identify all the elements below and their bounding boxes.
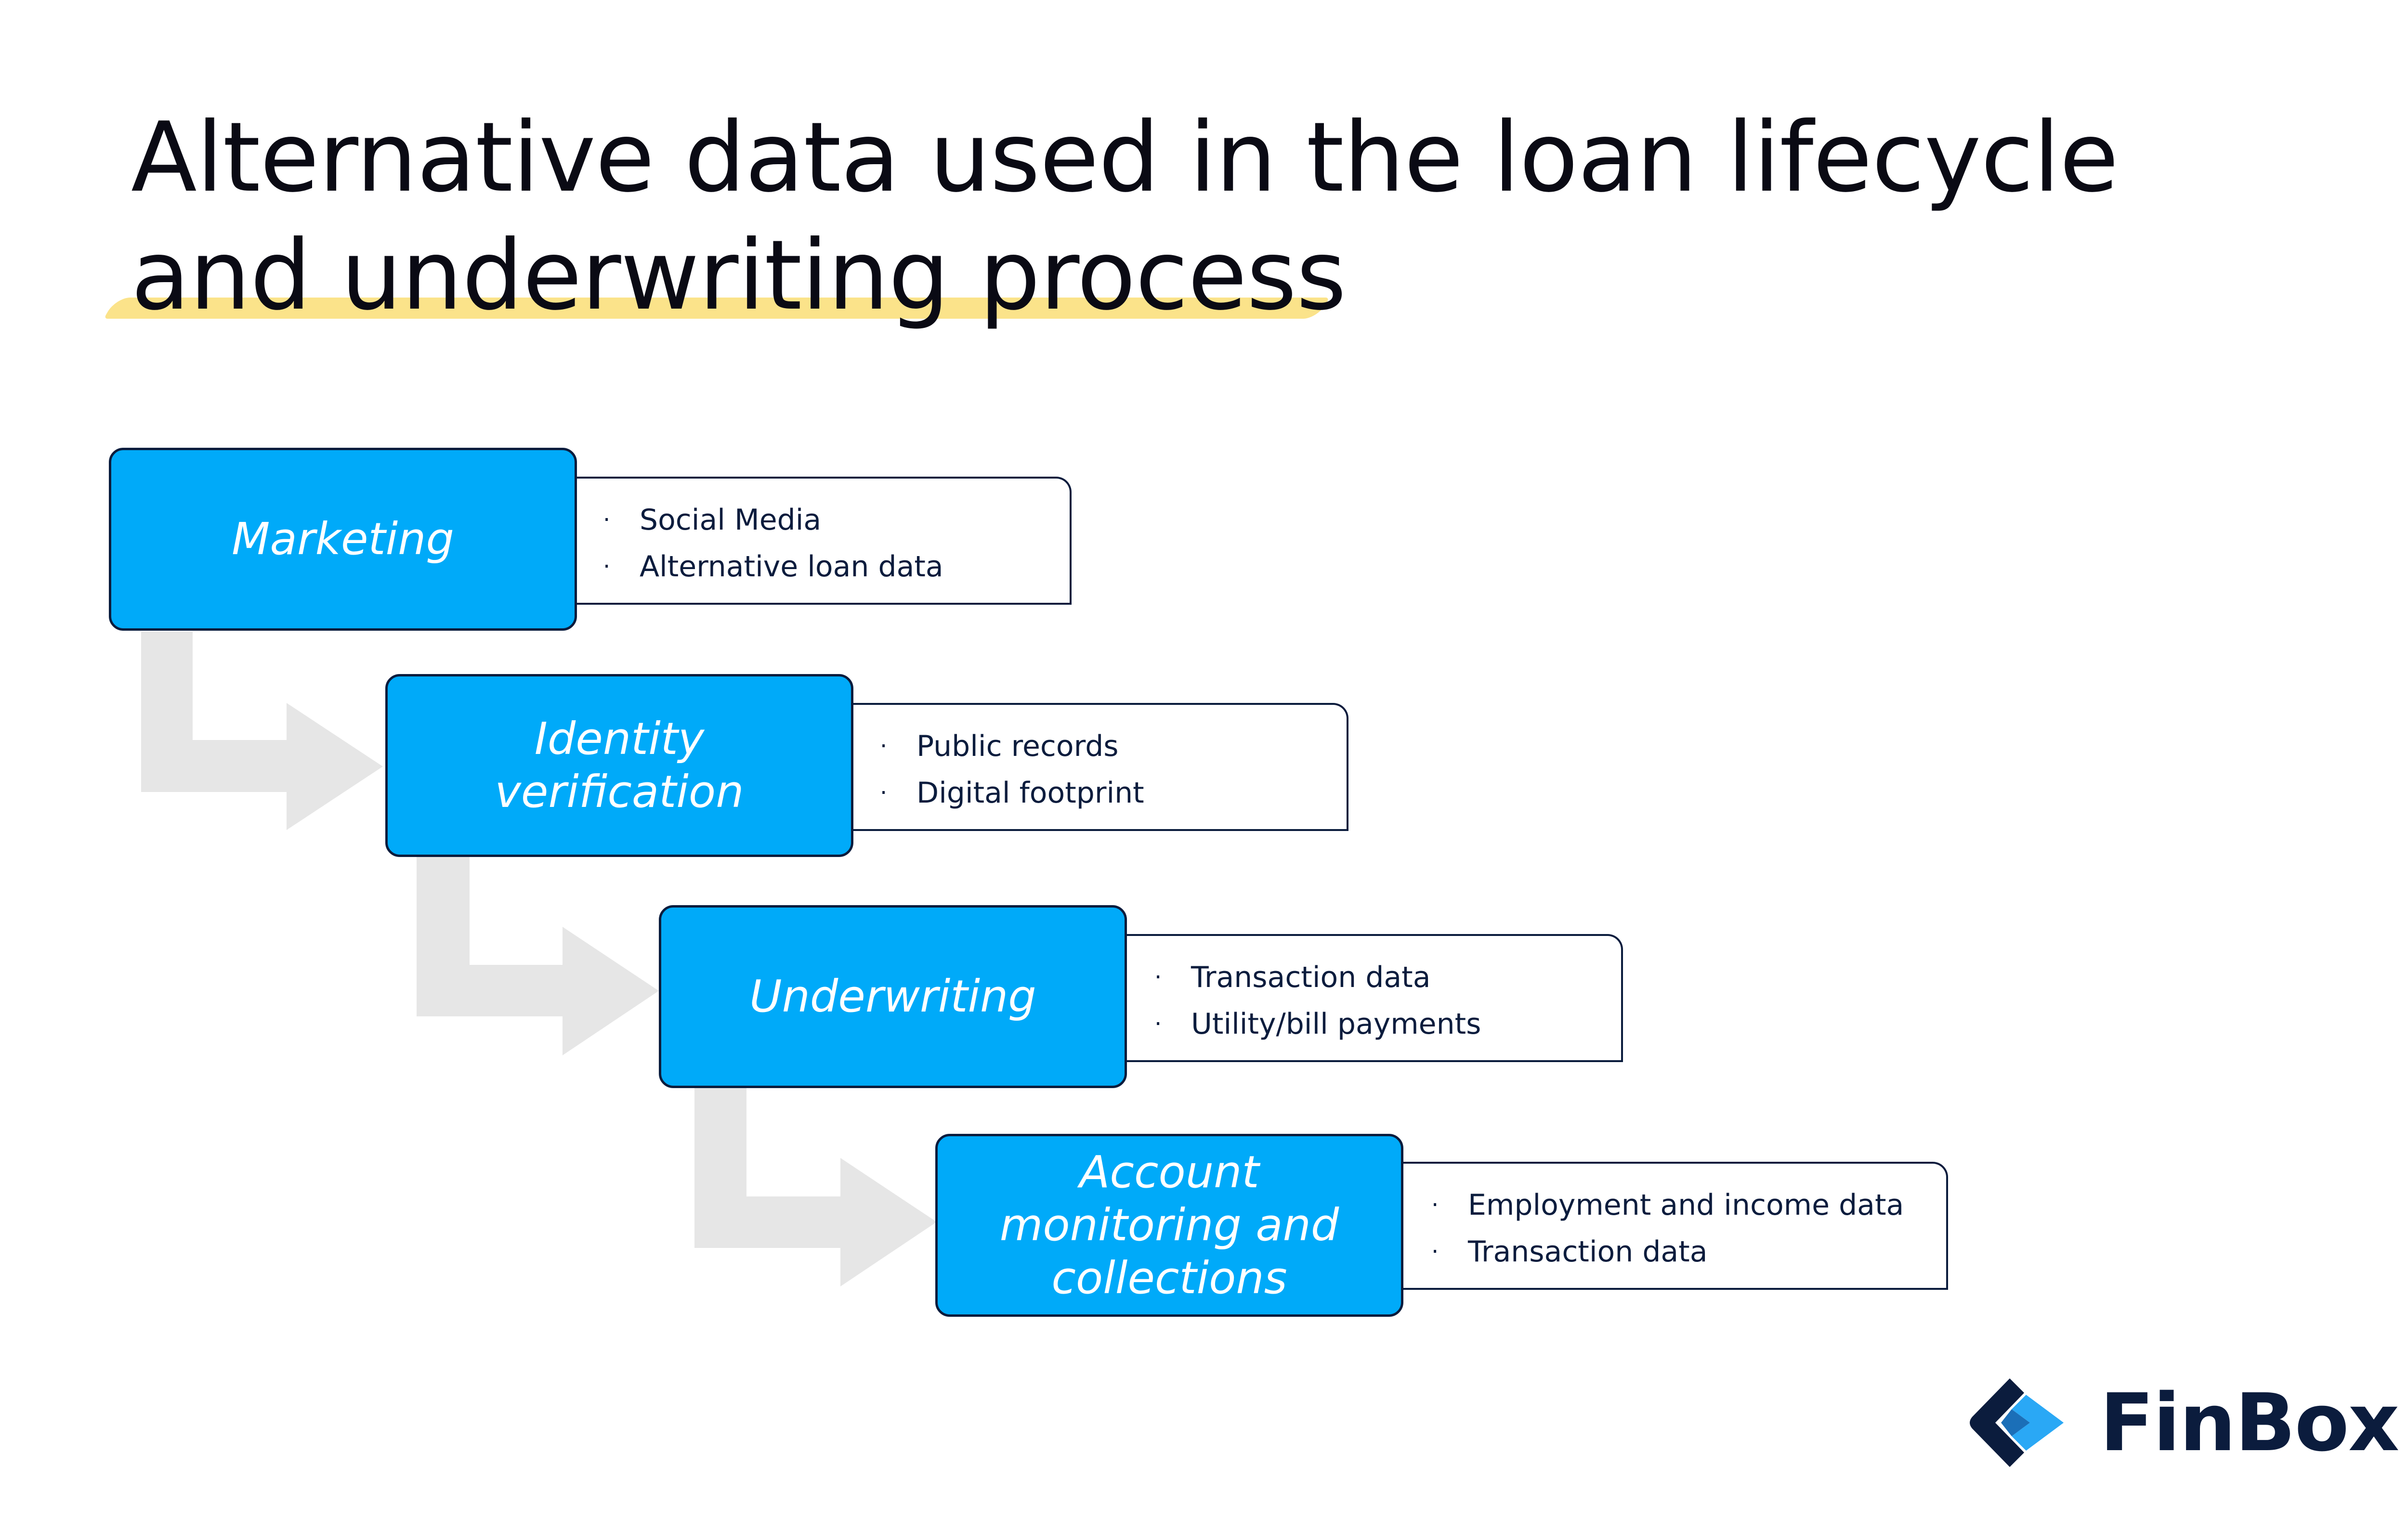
data-source-item: · Employment and income data [1431, 1182, 1946, 1229]
data-source-label: Alternative loan data [640, 550, 943, 584]
data-sources-underwriting: · Transaction data · Utility/bill paymen… [1125, 934, 1623, 1062]
data-source-label: Public records [916, 729, 1119, 763]
data-source-label: Transaction data [1468, 1235, 1708, 1269]
step-identity-verification: Identity verification [385, 674, 853, 857]
bullet-icon: · [1154, 1011, 1162, 1038]
data-source-label: Digital footprint [916, 776, 1144, 810]
bullet-icon: · [880, 733, 888, 760]
title-line-2: and underwriting process [131, 220, 1347, 332]
title-line-1: Alternative data used in the loan lifecy… [131, 102, 2119, 214]
data-source-item: · Transaction data [1431, 1229, 1946, 1275]
flow-arrow-1 [141, 632, 383, 830]
bullet-icon: · [880, 779, 888, 806]
bullet-icon: · [603, 506, 611, 533]
data-source-label: Employment and income data [1468, 1188, 1904, 1222]
bullet-icon: · [1154, 964, 1162, 991]
step-account-monitoring: Account monitoring and collections [935, 1134, 1403, 1317]
bullet-icon: · [1431, 1192, 1439, 1219]
step-label: Account monitoring and collections [999, 1146, 1339, 1304]
data-source-label: Social Media [640, 503, 822, 537]
data-sources-marketing: · Social Media · Alternative loan data [573, 477, 1072, 605]
bullet-icon: · [603, 553, 611, 580]
data-source-item: · Digital footprint [880, 770, 1347, 817]
data-sources-account-monitoring: · Employment and income data · Transacti… [1401, 1162, 1948, 1290]
flow-arrow-3 [694, 1088, 937, 1286]
data-source-item: · Utility/bill payments [1154, 1001, 1621, 1048]
data-source-label: Transaction data [1191, 961, 1431, 994]
data-source-item: · Social Media [603, 497, 1070, 544]
finbox-logo-icon [1970, 1378, 2064, 1467]
bullet-icon: · [1431, 1238, 1439, 1265]
flow-arrow-2 [417, 857, 659, 1055]
data-source-item: · Alternative loan data [603, 544, 1070, 590]
step-marketing: Marketing [109, 448, 577, 631]
data-source-label: Utility/bill payments [1191, 1007, 1481, 1041]
brand-name: FinBox [2100, 1376, 2399, 1469]
step-underwriting: Underwriting [659, 905, 1127, 1088]
page-title: Alternative data used in the loan lifecy… [131, 99, 2202, 335]
step-label: Marketing [232, 513, 454, 565]
step-label: Underwriting [749, 971, 1036, 1022]
step-label: Identity verification [495, 713, 744, 818]
data-sources-identity-verification: · Public records · Digital footprint [850, 703, 1348, 831]
data-source-item: · Public records [880, 723, 1347, 770]
data-source-item: · Transaction data [1154, 954, 1621, 1001]
